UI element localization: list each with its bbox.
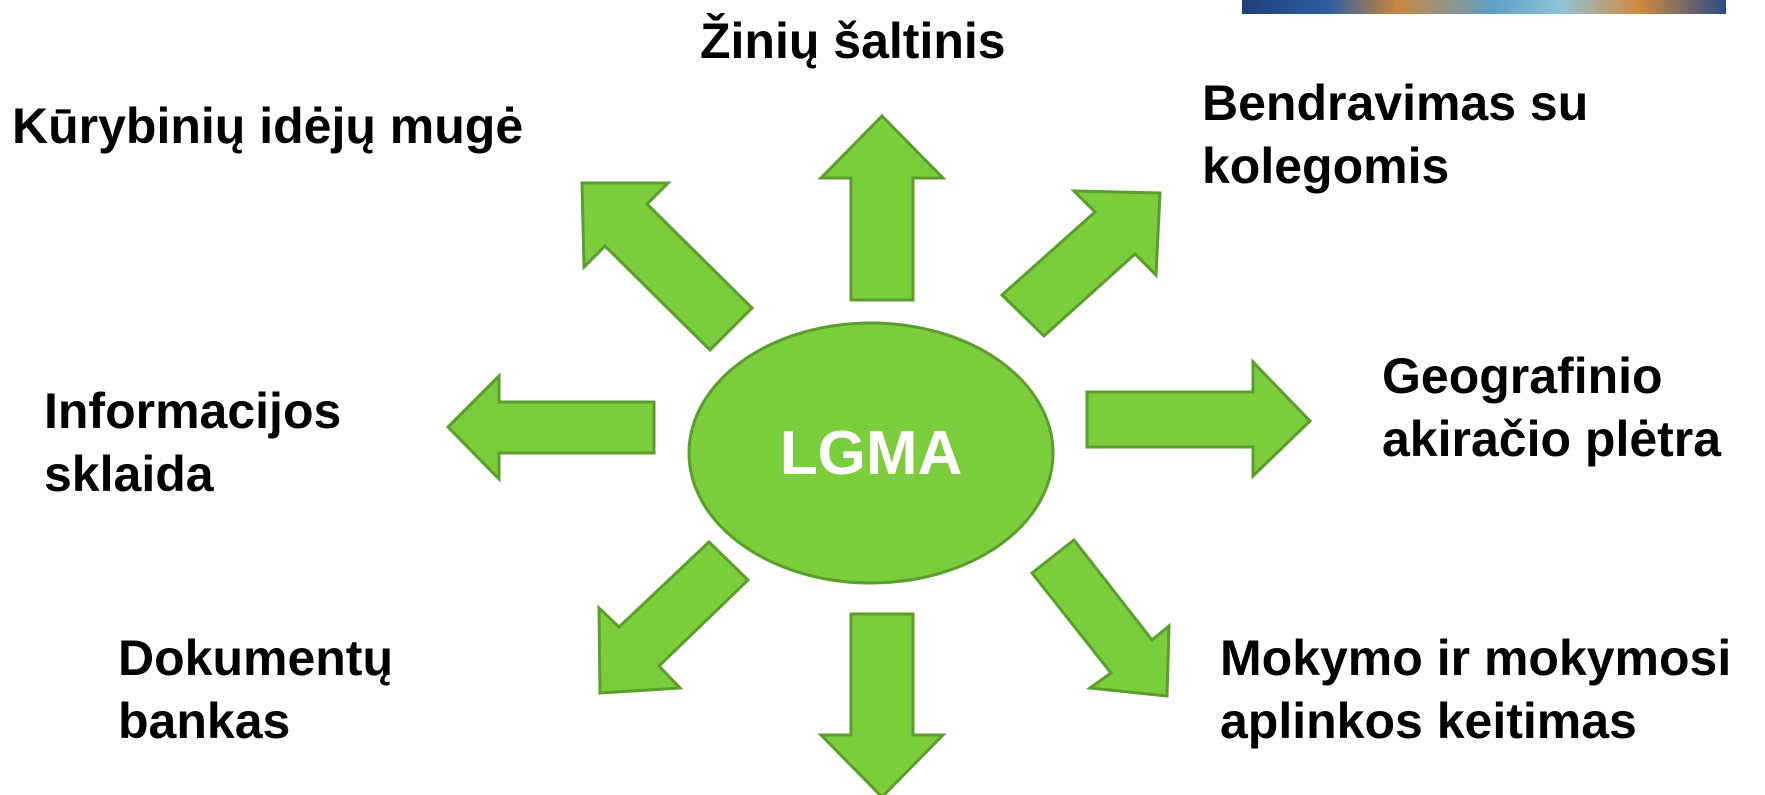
arrow-up (817, 113, 947, 302)
label-bottom-left-line-2: bankas (118, 693, 291, 749)
label-right-line-1: Geografinio (1382, 348, 1663, 404)
arrow-down (817, 612, 947, 795)
arrow-up-right (999, 189, 1162, 339)
label-top: Žinių šaltinis (700, 10, 1006, 73)
label-bottom-right: Mokymo ir mokymosi aplinkos keitimas (1220, 627, 1731, 753)
arrow-left (445, 372, 656, 483)
arrow-down-left (597, 539, 751, 695)
label-bottom-right-line-2: aplinkos keitimas (1220, 693, 1637, 749)
label-right: Geografinio akiračio plėtra (1382, 345, 1721, 471)
label-bottom-right-line-1: Mokymo ir mokymosi (1220, 630, 1732, 686)
arrow-right (1085, 358, 1313, 480)
label-top-right: Bendravimas su kolegomis (1202, 72, 1588, 198)
label-bottom-left: Dokumentų bankas (118, 627, 393, 753)
label-left-line-1: Informacijos (44, 383, 342, 439)
label-top-right-line-1: Bendravimas su (1202, 75, 1589, 131)
label-bottom-left-line-1: Dokumentų (118, 630, 393, 686)
label-top-left: Kūrybinių idėjų mugė (12, 95, 523, 158)
center-label: LGMA (779, 419, 963, 488)
label-top-right-line-2: kolegomis (1202, 138, 1450, 194)
label-left: Informacijos sklaida (44, 380, 341, 506)
label-right-line-2: akiračio plėtra (1382, 411, 1722, 467)
corner-decorative-image (1242, 0, 1726, 14)
label-top-left-line-1: Kūrybinių idėjų mugė (12, 98, 524, 154)
center-ellipse (687, 321, 1055, 585)
label-top-line-1: Žinių šaltinis (700, 13, 1006, 69)
arrow-up-left (580, 181, 755, 353)
arrow-down-right (1029, 537, 1171, 698)
label-left-line-2: sklaida (44, 446, 214, 502)
